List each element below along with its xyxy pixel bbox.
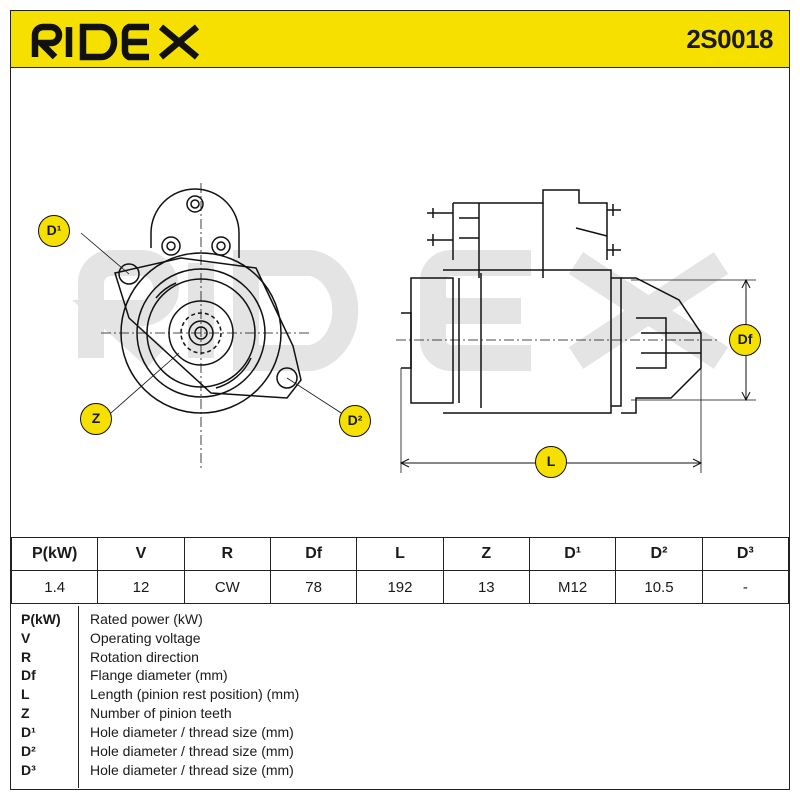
legend-key: L [21, 686, 30, 702]
spec-header-cell: L [356, 537, 444, 571]
callout-z: Z [80, 403, 112, 435]
technical-drawing [72, 183, 756, 473]
legend-key: Z [21, 705, 30, 721]
legend: P(kW) Rated power (kW) V Operating volta… [11, 606, 789, 788]
legend-description: Rotation direction [90, 649, 199, 665]
legend-key: D¹ [21, 724, 36, 740]
legend-key: R [21, 649, 32, 665]
spec-header-cell: D¹ [528, 537, 617, 571]
spec-value-cell: 192 [356, 570, 444, 604]
spec-header-row: P(kW) V R Df L Z D¹ D² D³ [10, 537, 790, 571]
spec-value-cell: 13 [442, 570, 530, 604]
spec-header-cell: P(kW) [10, 537, 99, 571]
ridex-watermark [72, 250, 729, 371]
spec-header-cell: R [183, 537, 271, 571]
legend-description: Flange diameter (mm) [90, 667, 228, 683]
legend-description: Operating voltage [90, 630, 201, 646]
legend-description: Rated power (kW) [90, 611, 203, 627]
legend-key: D² [21, 743, 36, 759]
legend-key: P(kW) [21, 611, 61, 627]
spec-header-cell: D² [615, 537, 703, 571]
spec-value-row: 1.4 12 CW 78 192 13 M12 10.5 - [10, 570, 790, 604]
callout-d1: D¹ [38, 215, 70, 247]
spec-value-cell: 12 [97, 570, 185, 604]
legend-description: Hole diameter / thread size (mm) [90, 762, 294, 778]
front-view [80, 183, 350, 468]
legend-description: Hole diameter / thread size (mm) [90, 724, 294, 740]
spec-value-cell: M12 [528, 570, 617, 604]
legend-description: Number of pinion teeth [90, 705, 232, 721]
callout-df: Df [729, 324, 761, 356]
part-number: 2S0018 [686, 24, 773, 54]
legend-key: V [21, 630, 31, 646]
callout-d2: D² [339, 405, 371, 437]
spec-header-cell: Df [269, 537, 358, 571]
callout-l: L [535, 446, 567, 478]
legend-divider [78, 606, 79, 788]
legend-key: D³ [21, 762, 36, 778]
spec-header-cell: D³ [701, 537, 790, 571]
spec-value-cell: - [701, 570, 790, 604]
legend-key: Df [21, 667, 36, 683]
spec-header-cell: V [97, 537, 185, 571]
spec-value-cell: CW [183, 570, 271, 604]
spec-value-cell: 78 [269, 570, 358, 604]
legend-description: Length (pinion rest position) (mm) [90, 686, 300, 702]
legend-description: Hole diameter / thread size (mm) [90, 743, 294, 759]
header-bar: 2S0018 [11, 11, 789, 68]
spec-value-cell: 10.5 [615, 570, 703, 604]
document-frame [10, 10, 790, 790]
spec-table: P(kW) V R Df L Z D¹ D² D³ 1.4 12 CW 78 1… [10, 537, 790, 604]
spec-value-cell: 1.4 [10, 570, 99, 604]
ridex-logo [31, 23, 200, 61]
spec-header-cell: Z [442, 537, 530, 571]
